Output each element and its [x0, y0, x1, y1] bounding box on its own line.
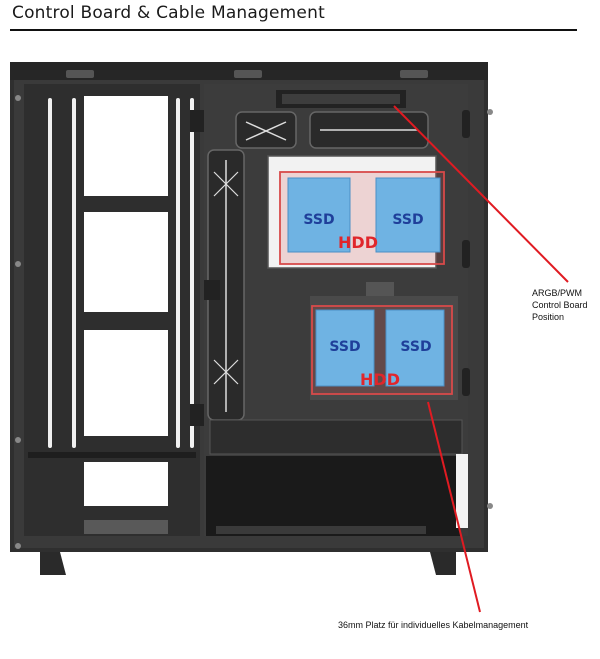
lower-hdd-label: HDD — [360, 370, 400, 389]
upper-ssd-left-label: SSD — [303, 212, 334, 228]
title-underline — [10, 29, 577, 31]
lower-ssd-right-label: SSD — [400, 339, 431, 355]
left-chamber — [15, 84, 200, 549]
upper-drive-tray — [279, 171, 445, 265]
page-title: Control Board & Cable Management — [12, 3, 325, 23]
lower-drive-tray — [311, 305, 453, 395]
argb-callout: ARGB/PWM Control Board Position — [532, 287, 600, 323]
argb-leader-line — [393, 105, 569, 283]
argb-callout-line3: Position — [532, 312, 565, 322]
upper-ssd-right-label: SSD — [392, 212, 423, 228]
upper-hdd-label: HDD — [338, 233, 378, 252]
cable-leader-line — [427, 401, 481, 613]
argb-callout-line1: ARGB/PWM — [532, 288, 583, 298]
lower-ssd-left-label: SSD — [329, 339, 360, 355]
cable-callout: 36mm Platz für individuelles Kabelmanage… — [338, 620, 529, 630]
argb-callout-line2: Control Board — [532, 300, 588, 310]
